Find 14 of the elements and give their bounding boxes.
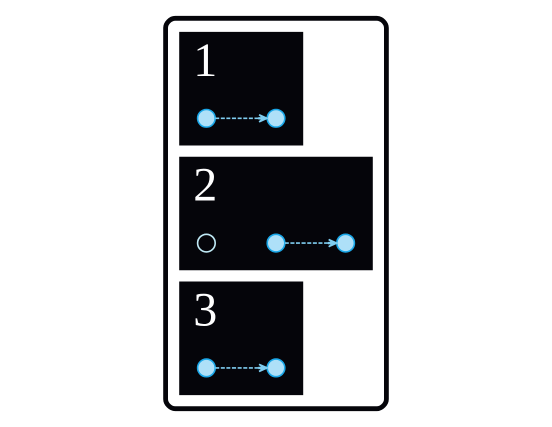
arrow — [215, 364, 268, 372]
cluster: 2 — [179, 156, 373, 270]
node-circle — [336, 234, 356, 253]
node-circle — [266, 358, 286, 378]
node-circle — [196, 358, 216, 378]
node-circle — [196, 234, 216, 253]
cluster: 3 — [179, 282, 304, 396]
arrow — [215, 114, 268, 123]
node-circle — [196, 108, 216, 128]
node-circle — [266, 234, 286, 253]
cluster: 1 — [179, 32, 304, 146]
cluster — [163, 16, 389, 412]
arrow — [284, 238, 338, 248]
node-circle — [266, 108, 286, 128]
